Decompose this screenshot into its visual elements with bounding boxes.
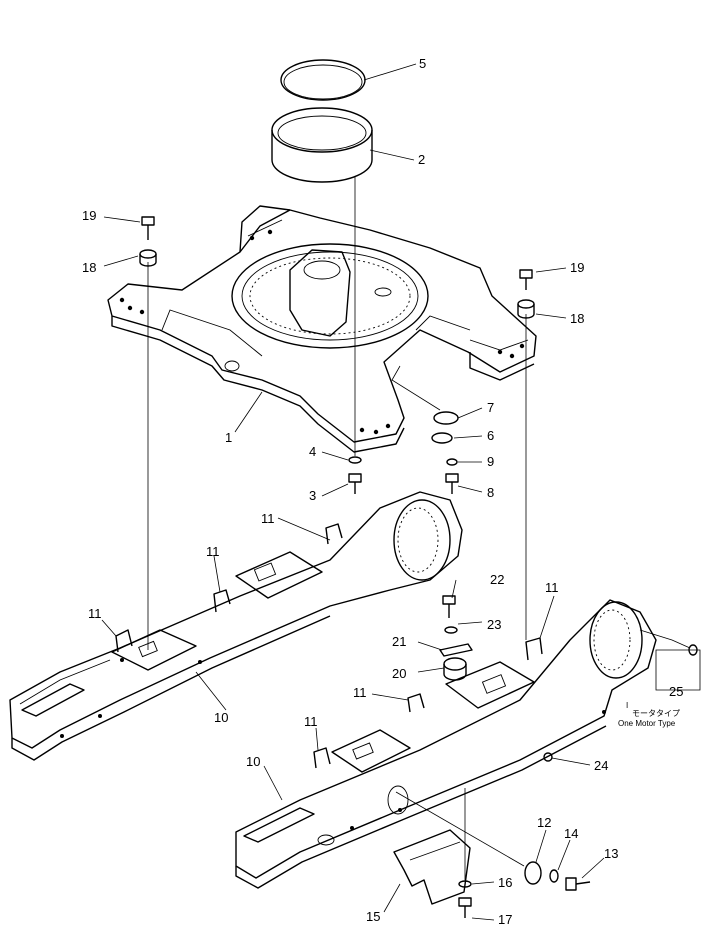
snap-ring-part: [280, 59, 366, 101]
track-frame-right: [235, 599, 657, 889]
guard-15: [393, 829, 471, 905]
callout-10-left: 10: [214, 710, 228, 725]
callout-18-right: 18: [570, 311, 584, 326]
callout-14: 14: [564, 826, 578, 841]
washer-16: [458, 880, 472, 888]
callout-19-left: 19: [82, 208, 96, 223]
callout-21: 21: [392, 634, 406, 649]
callout-15: 15: [366, 909, 380, 924]
callout-6: 6: [487, 428, 494, 443]
callout-5: 5: [419, 56, 426, 71]
note-japanese: モータタイプ: [632, 709, 680, 718]
leader-lines: [101, 63, 701, 921]
callout-25: 25: [669, 684, 683, 699]
callout-3: 3: [309, 488, 316, 503]
bearing-ring-part: [271, 107, 373, 183]
callout-17: 17: [498, 912, 512, 927]
callout-2: 2: [418, 152, 425, 167]
callout-11-f: 11: [304, 714, 318, 729]
callout-16: 16: [498, 875, 512, 890]
callout-11-b: 11: [206, 544, 220, 559]
callout-4: 4: [309, 444, 316, 459]
callout-8: 8: [487, 485, 494, 500]
cover-7: [433, 411, 459, 425]
callout-9: 9: [487, 454, 494, 469]
callout-11-d: 11: [545, 580, 559, 595]
plate-21: [439, 643, 473, 657]
callout-22: 22: [490, 572, 504, 587]
washer-9: [446, 458, 458, 466]
bolt-19-left: [141, 216, 155, 240]
callout-11-e: 11: [353, 685, 367, 700]
note-english: One Motor Type: [618, 719, 676, 728]
washer-14: [549, 869, 559, 883]
bolt-19-right: [519, 269, 533, 290]
plug-24: [543, 752, 553, 762]
callout-labels: 5 2 19 18 19 18 1 4 3 7 6 9 8 11 11 11 1…: [82, 56, 683, 927]
callout-12: 12: [537, 815, 551, 830]
callout-18-left: 18: [82, 260, 96, 275]
washer-23: [444, 626, 458, 634]
cover-12: [524, 861, 542, 885]
callout-24: 24: [594, 758, 608, 773]
bolt-13: [565, 877, 591, 891]
callout-19-right: 19: [570, 260, 584, 275]
bolt-3: [348, 473, 362, 494]
spacer-20: [443, 657, 467, 681]
gasket-6: [431, 432, 453, 444]
callout-11-a: 11: [261, 511, 275, 526]
bolt-22: [442, 595, 456, 618]
callout-20: 20: [392, 666, 406, 681]
callout-10-right: 10: [246, 754, 260, 769]
bolt-17: [458, 897, 472, 918]
callout-13: 13: [604, 846, 618, 861]
track-frame-left: [9, 491, 463, 761]
washer-4: [348, 456, 362, 464]
note-marker: I: [626, 701, 628, 710]
callout-7: 7: [487, 400, 494, 415]
callout-1: 1: [225, 430, 232, 445]
callout-11-c: 11: [88, 606, 102, 621]
assembly-lines: [147, 176, 527, 880]
bolt-8: [445, 473, 459, 494]
center-frame-part: [107, 205, 537, 453]
motor-type-note: I モータタイプ One Motor Type: [618, 701, 680, 728]
callout-23: 23: [487, 617, 501, 632]
